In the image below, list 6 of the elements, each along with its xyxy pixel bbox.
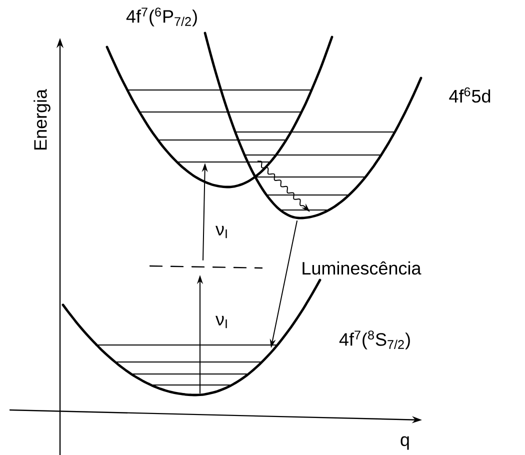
axis-label: q [400,436,409,450]
edge-label: Luminescência [302,261,422,275]
axis-label: Energia [34,89,50,150]
edge-label: ν$_{I}$ [216,316,227,328]
edge-label: ν$_{I}$ [216,226,227,238]
virtual-level-line [149,265,263,269]
